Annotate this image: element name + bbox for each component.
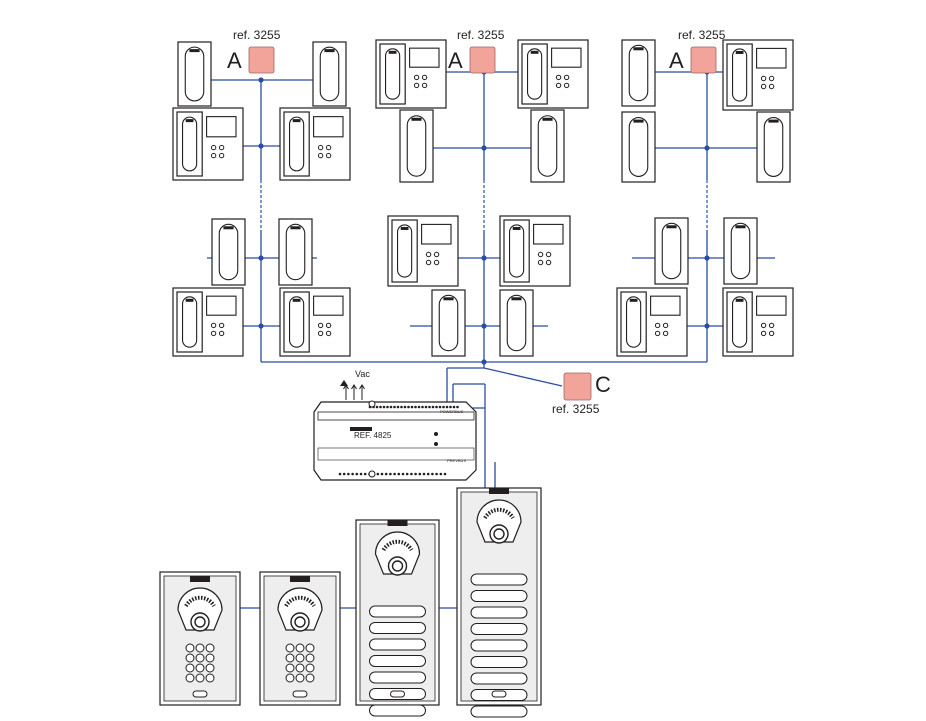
- vac-label: Vac: [355, 369, 370, 379]
- distributor-a-ref-label-2: ref. 3255: [457, 28, 505, 42]
- wire-junction: [481, 145, 487, 151]
- monitor-handset: [391, 219, 418, 283]
- bus-wire: [483, 367, 563, 387]
- distributor-a-letter-3: A: [669, 48, 684, 73]
- distributor-c-letter: C: [595, 372, 611, 397]
- wire-junction: [258, 77, 264, 83]
- distributor-c: [563, 372, 592, 401]
- audio-handset-icon: [211, 218, 246, 286]
- monitor-handset: [726, 291, 753, 353]
- distributor-a-ref-label-3: ref. 3255: [678, 28, 726, 42]
- audio-handset-icon: [177, 41, 212, 107]
- door-panel-keypad-1: [159, 571, 241, 706]
- distributor-a-2: [469, 46, 496, 74]
- wire-junction: [258, 255, 264, 261]
- audio-handset-icon: [399, 109, 434, 183]
- distributor-a-3: [690, 46, 717, 74]
- audio-handset-icon: [654, 217, 689, 285]
- distributor-a-letter-2: A: [448, 48, 463, 73]
- monitor-handset: [726, 43, 753, 107]
- wire-junction: [481, 323, 487, 329]
- distributor-a-letter-1: A: [227, 48, 242, 73]
- monitor-handset: [283, 291, 310, 353]
- audio-handset-icon: [756, 111, 791, 183]
- labels-layer: ref. 3255 ref. 3255 ref. 3255 A A A C re…: [227, 28, 726, 463]
- door-panel-buttons-1: [355, 519, 440, 717]
- monitor-handset: [283, 111, 310, 177]
- wire-junction: [481, 255, 487, 261]
- audio-handset-icon: [499, 289, 534, 357]
- audio-handset-icon: [621, 111, 656, 183]
- audio-handset-icon: [530, 109, 565, 183]
- audio-handset-icon: [278, 218, 313, 286]
- power-supply-in-label: PREVBUS: [447, 458, 466, 463]
- wire-junction: [258, 323, 264, 329]
- audio-handset-icon: [312, 41, 347, 107]
- door-panel-keypad-2: [259, 571, 341, 706]
- door-panel-buttons-2: [456, 487, 542, 718]
- audio-handset-icon: [723, 217, 758, 285]
- monitor-handset: [521, 43, 548, 105]
- devices-layer: [159, 39, 794, 718]
- wire-junction: [704, 323, 710, 329]
- wire-junction: [704, 145, 710, 151]
- distributor-c-ref-label: ref. 3255: [552, 402, 600, 416]
- monitor-handset: [503, 219, 530, 283]
- bus-wiring: [207, 69, 775, 609]
- power-supply-ref-label: REF. 4825: [354, 431, 392, 440]
- audio-handset-icon: [621, 39, 656, 107]
- power-supply-module: [313, 380, 477, 481]
- distributor-a-ref-label-1: ref. 3255: [233, 28, 281, 42]
- power-supply-out-label: POWERBUS: [440, 409, 464, 414]
- monitor-handset: [620, 291, 647, 353]
- monitor-handset: [176, 291, 203, 353]
- monitor-handset: [176, 111, 203, 177]
- wire-junction: [258, 143, 264, 149]
- monitor-handset: [379, 43, 406, 105]
- audio-handset-icon: [431, 289, 466, 357]
- distributor-a-1: [248, 46, 275, 74]
- wire-junction: [704, 255, 710, 261]
